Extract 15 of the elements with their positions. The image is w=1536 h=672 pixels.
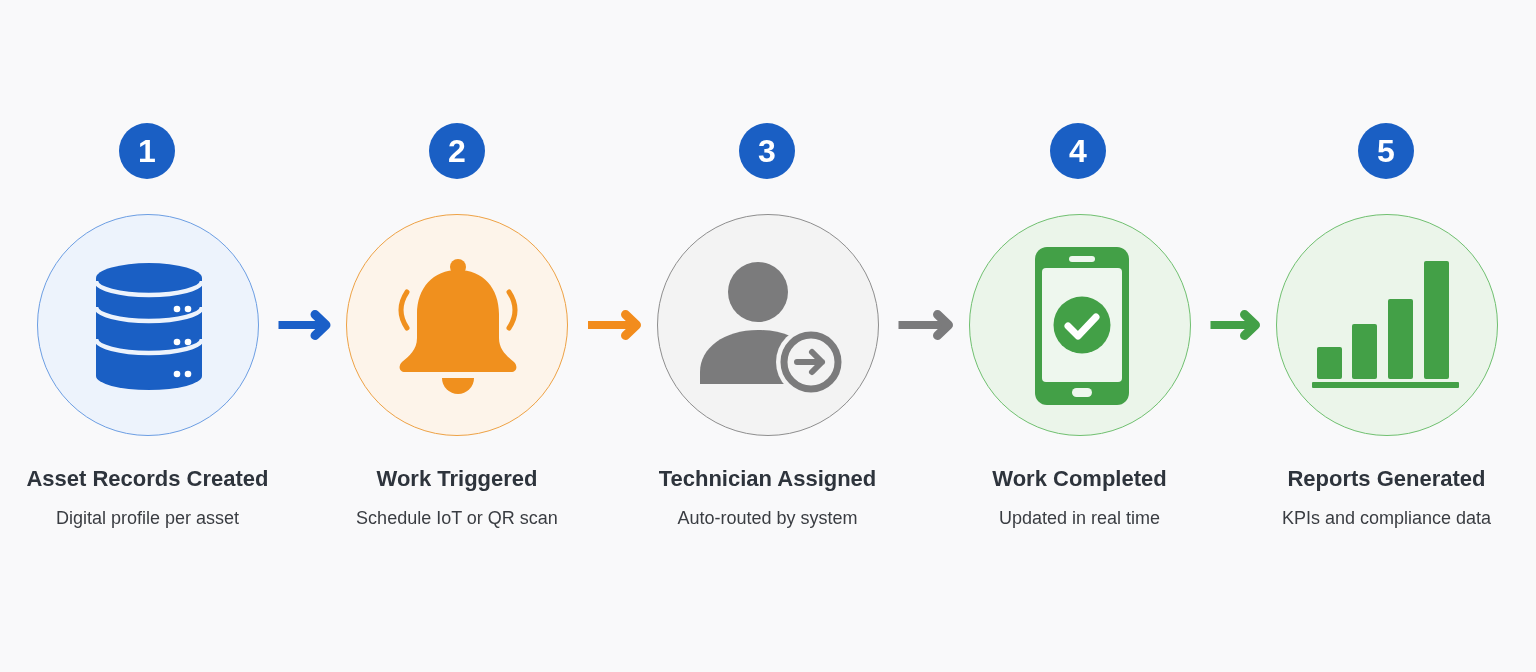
step-number: 3 (739, 123, 795, 179)
step-number: 5 (1358, 123, 1414, 179)
step-title: Work Triggered (376, 465, 538, 493)
step-title: Technician Assigned (658, 465, 877, 493)
step-number: 2 (429, 123, 485, 179)
step-title: Reports Generated (1287, 465, 1486, 493)
step-description: Schedule IoT or QR scan (356, 507, 558, 530)
step-description: Digital profile per asset (55, 507, 240, 530)
step-description: KPIs and compliance data (1281, 507, 1492, 530)
step-description: Auto-routed by system (677, 507, 858, 530)
step-title: Asset Records Created (26, 465, 269, 493)
step-number: 1 (119, 123, 175, 179)
step-number: 4 (1050, 123, 1106, 179)
step-title: Work Completed (992, 465, 1167, 493)
step-description: Updated in real time (998, 507, 1161, 530)
